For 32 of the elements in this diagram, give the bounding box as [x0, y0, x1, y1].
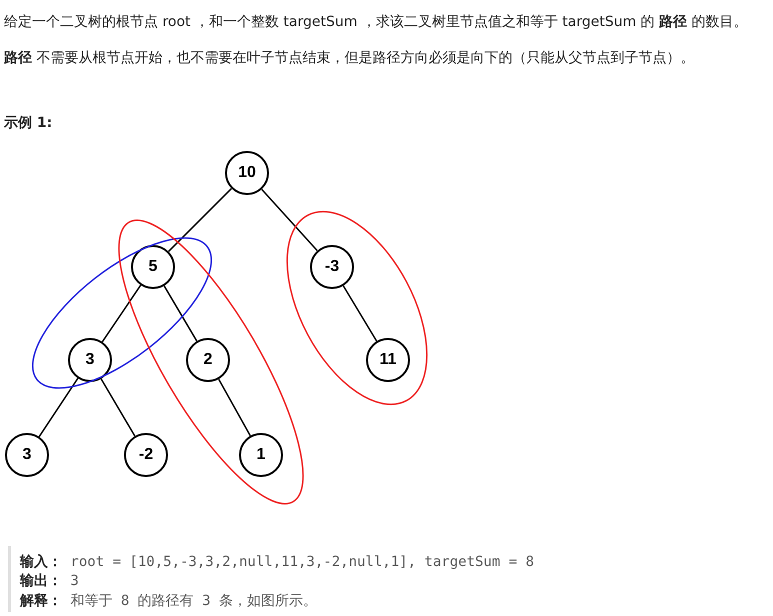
tree-edge [218, 378, 251, 436]
tree-node-circle [131, 245, 175, 289]
tree-edge [168, 188, 232, 252]
tree-node-circle [366, 338, 410, 382]
node-value: 3 [22, 446, 32, 464]
tree-node-circle [68, 338, 112, 382]
tree-edge [38, 378, 78, 438]
example-line: 输出： 3 [20, 572, 79, 590]
description-text: 路径 不需要从根节点开始，也不需要在叶子节点结束，但是路径方向必须是向下的（只能从父节点到子节点）。 [4, 49, 694, 67]
tree-node-circle [225, 151, 269, 195]
node-value: 1 [256, 446, 266, 464]
example-line: 输入： root = [10,5,-3,3,2,null,11,3,-2,null,1], targetSum = 8 [20, 553, 534, 571]
example-line: 解释： 和等于 8 的路径有 3 条，如图所示。 [20, 592, 318, 610]
node-value: 10 [238, 164, 256, 182]
node-value: -2 [138, 446, 154, 464]
tree-node-circle [310, 245, 354, 289]
example-heading: 示例 1: [4, 114, 52, 132]
tree-node-circle [5, 433, 49, 477]
tree-edge [261, 188, 318, 252]
tree-node-circle [186, 338, 230, 382]
tree-edge [342, 285, 378, 342]
tree-node-circle [124, 433, 168, 477]
description-text: 给定一个二叉树的根节点 root ，和一个整数 targetSum ，求该二叉树里节点值之和等于 targetSum 的 路径 的数目。 [4, 13, 748, 31]
node-value: 5 [148, 258, 158, 276]
tree-edge [100, 378, 136, 436]
tree-node-circle [239, 433, 283, 477]
tree-edge [164, 286, 198, 342]
node-value: 11 [380, 351, 396, 369]
node-value: -3 [324, 258, 340, 276]
tree-edge [102, 284, 142, 342]
node-value: 3 [86, 351, 94, 369]
node-value: 2 [204, 351, 212, 369]
